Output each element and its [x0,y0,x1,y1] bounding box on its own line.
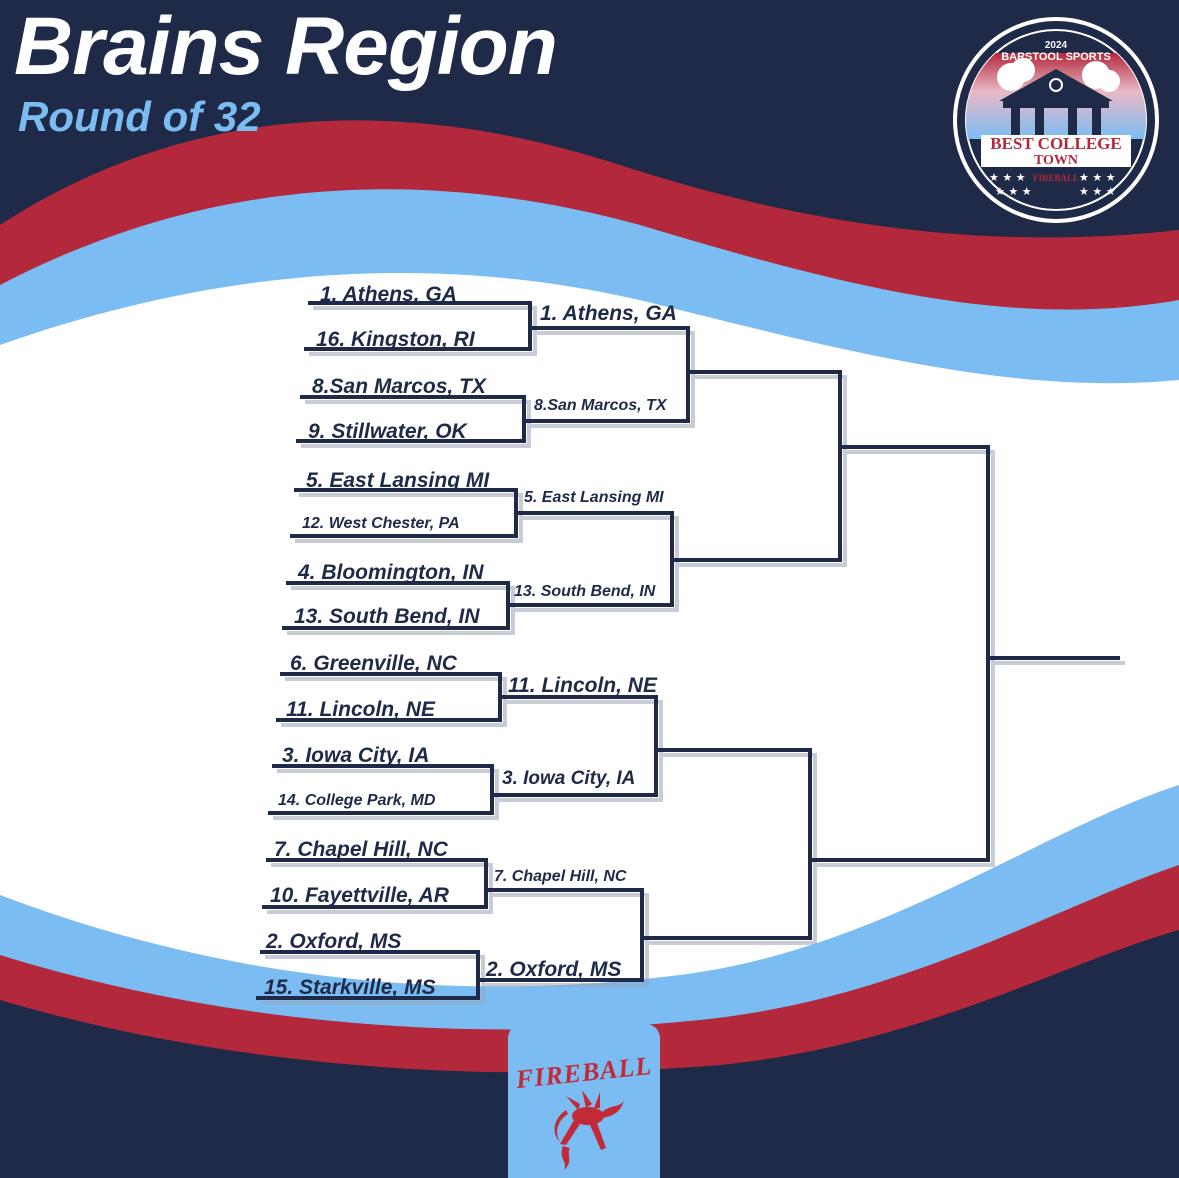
svg-text:★ ★ ★: ★ ★ ★ [989,171,1026,184]
round2-slot-4: 13. South Bend, IN [514,583,656,600]
badge-brand: BARSTOOL SPORTS [1001,51,1111,63]
round2-slot-6: 3. Iowa City, IA [502,768,636,789]
team-slot-16: 15. Starkville, MS [264,976,436,999]
badge-line1: BEST COLLEGE [990,134,1122,153]
badge-stars: ★ ★ ★ ★ ★ ★ ★ ★ ★ ★ ★ ★ [989,171,1116,198]
badge-sponsor: FIREBALL [1033,173,1079,183]
page-title: Brains Region [14,1,558,92]
round2-slot-2: 8.San Marcos, TX [534,397,667,414]
round2-slot-1: 1. Athens, GA [540,302,677,325]
team-slot-7: 4. Bloomington, IN [298,561,484,584]
svg-text:★ ★ ★: ★ ★ ★ [1079,171,1116,184]
team-slot-6: 12. West Chester, PA [302,515,460,532]
team-slot-8: 13. South Bend, IN [294,605,480,628]
page-subtitle: Round of 32 [18,93,261,140]
stool-icon [1049,78,1063,92]
team-slot-14: 10. Fayettville, AR [270,884,449,907]
badge-line2: TOWN [1034,153,1078,168]
badge-year: 2024 [1045,40,1068,51]
team-slot-1: 1. Athens, GA [320,283,457,306]
team-slot-3: 8.San Marcos, TX [312,375,486,398]
best-college-town-badge: 2024 BARSTOOL SPORTS BEST COLLEGE TOWN F… [953,17,1159,223]
team-slot-12: 14. College Park, MD [278,792,436,809]
team-slot-13: 7. Chapel Hill, NC [274,838,448,861]
team-slot-11: 3. Iowa City, IA [282,744,430,767]
svg-text:★ ★ ★: ★ ★ ★ [1079,185,1116,198]
round2-slot-8: 2. Oxford, MS [486,958,622,981]
round2-slot-5: 11. Lincoln, NE [508,674,657,697]
team-slot-15: 2. Oxford, MS [266,930,402,953]
team-slot-10: 11. Lincoln, NE [286,698,435,721]
team-slot-9: 6. Greenville, NC [290,652,457,675]
dragon-icon [554,1090,624,1170]
svg-text:★ ★ ★: ★ ★ ★ [995,185,1032,198]
round2-slot-7: 7. Chapel Hill, NC [494,868,627,885]
team-slot-5: 5. East Lansing MI [306,469,490,492]
round2-slot-3: 5. East Lansing MI [524,489,664,506]
team-slot-4: 9. Stillwater, OK [308,420,467,443]
fireball-logo-tab: FIREBALL [508,1024,660,1178]
team-slot-2: 16. Kingston, RI [316,328,475,351]
